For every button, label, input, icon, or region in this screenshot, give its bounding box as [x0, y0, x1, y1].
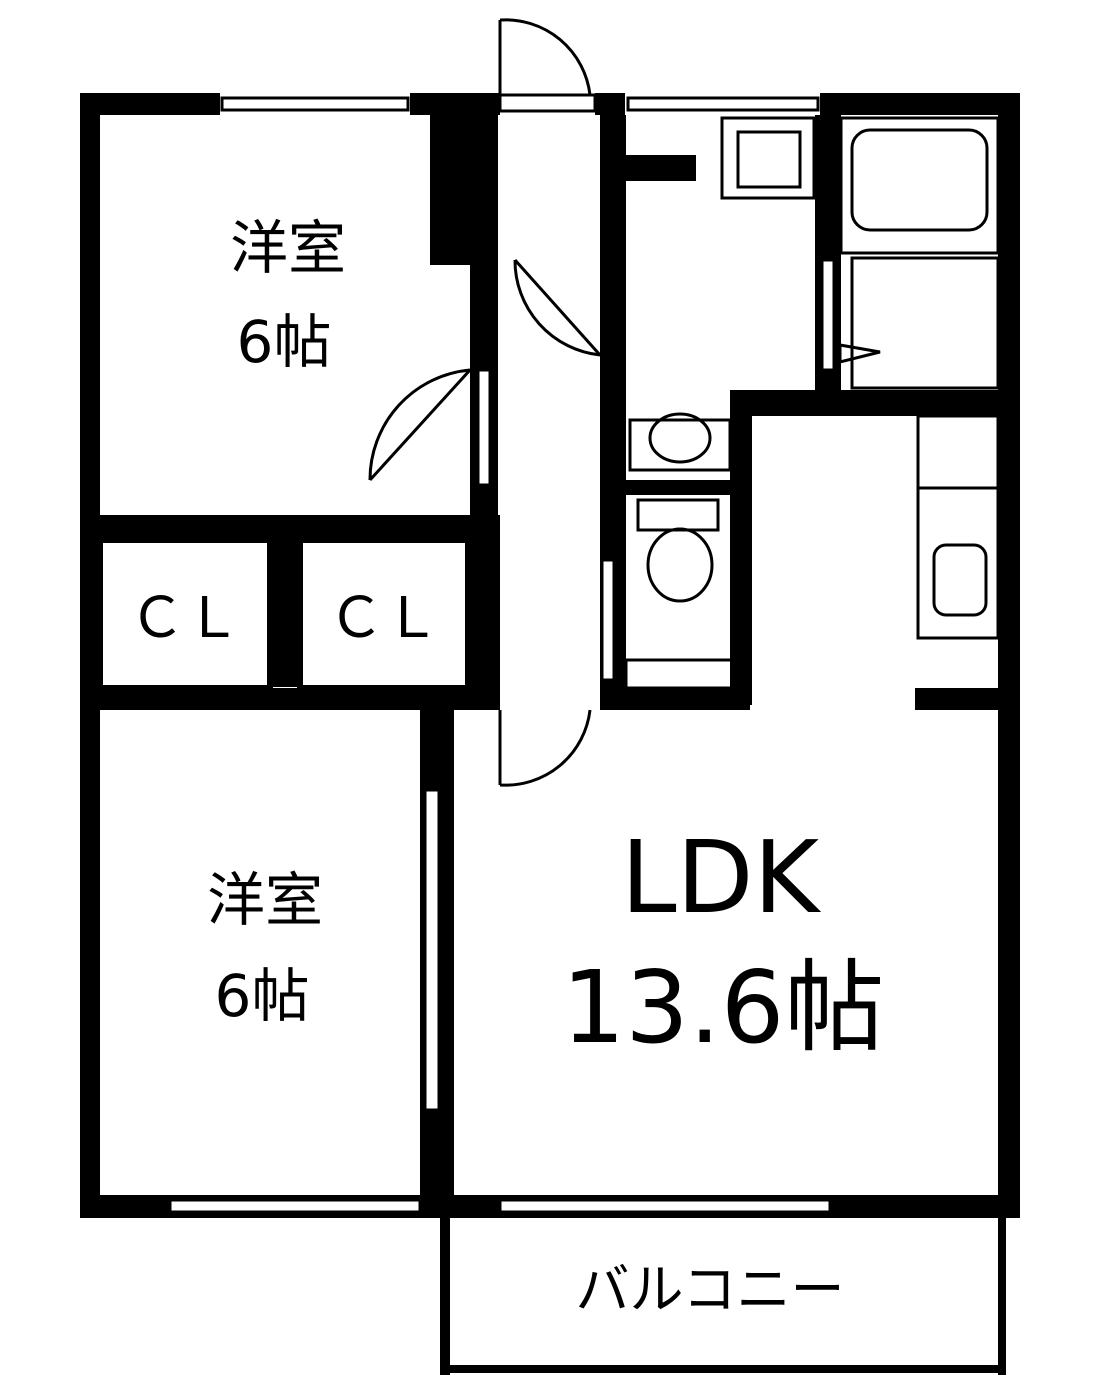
western-room-top-size: 6帖 — [237, 308, 332, 376]
western-room-bottom-name: 洋室 — [207, 866, 323, 934]
western-room-bottom-size: 6帖 — [215, 962, 310, 1030]
closet-outlines — [97, 537, 471, 691]
walls — [80, 93, 1020, 1375]
western-room-top-name: 洋室 — [230, 214, 346, 282]
closet-left-label: ＣＬ — [129, 586, 241, 651]
ldk-size: 13.6帖 — [562, 949, 885, 1066]
door-swings — [368, 18, 602, 787]
openings — [168, 93, 836, 1214]
ldk-name: LDK — [621, 819, 822, 936]
fixtures — [456, 116, 1000, 690]
balcony-label: バルコニー — [576, 1258, 845, 1321]
closet-right-label: ＣＬ — [328, 586, 440, 651]
